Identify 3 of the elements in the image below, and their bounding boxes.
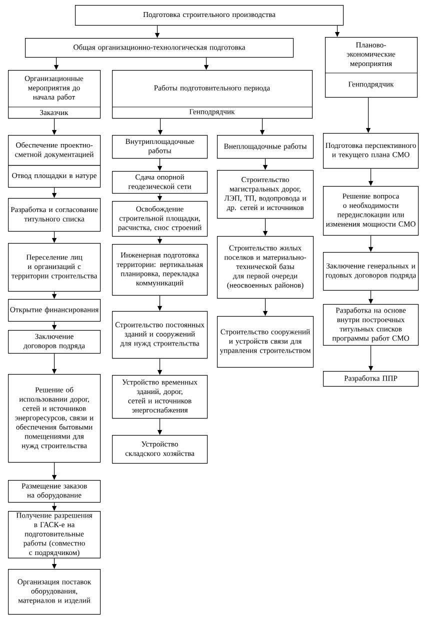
process-box bbox=[8, 70, 101, 119]
process-box bbox=[112, 70, 313, 119]
process-box bbox=[324, 37, 418, 98]
